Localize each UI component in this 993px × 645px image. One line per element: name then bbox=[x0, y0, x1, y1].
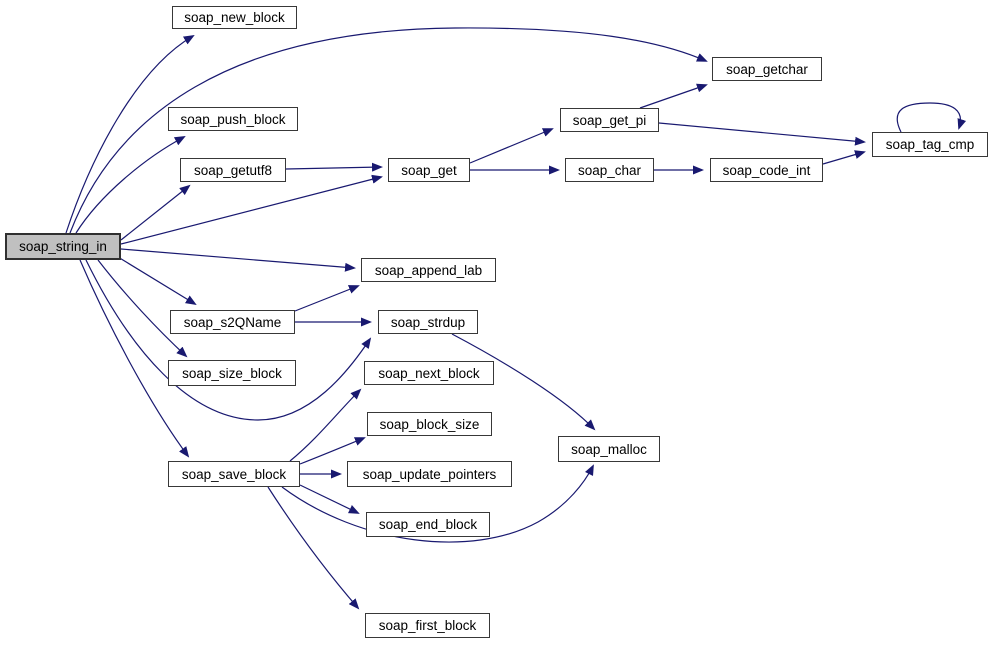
edge-soap_s2QName-to-soap_append_lab bbox=[294, 285, 360, 312]
node-label: soap_strdup bbox=[390, 314, 466, 330]
edge-soap_string_in-to-soap_size_block bbox=[97, 259, 188, 358]
node-soap_strdup[interactable]: soap_strdup bbox=[378, 310, 478, 334]
edge-soap_string_in-to-soap_push_block bbox=[75, 136, 186, 234]
edge-soap_string_in-to-soap_strdup bbox=[85, 259, 372, 421]
edge-soap_get_pi-to-soap_tag_cmp bbox=[658, 122, 866, 146]
edge-soap_string_in-to-soap_s2QName bbox=[117, 256, 197, 306]
node-soap_malloc[interactable]: soap_malloc bbox=[558, 436, 660, 462]
node-soap_s2QName[interactable]: soap_s2QName bbox=[170, 310, 295, 334]
node-soap_update_pointers[interactable]: soap_update_pointers bbox=[347, 461, 512, 487]
node-label: soap_char bbox=[577, 162, 642, 178]
edge-soap_string_in-to-soap_new_block bbox=[65, 34, 195, 234]
node-soap_tag_cmp[interactable]: soap_tag_cmp bbox=[872, 132, 988, 157]
node-soap_next_block[interactable]: soap_next_block bbox=[364, 361, 494, 385]
node-label: soap_first_block bbox=[378, 618, 477, 633]
node-label: soap_string_in bbox=[19, 239, 107, 254]
edge-soap_string_in-to-soap_get bbox=[120, 174, 383, 245]
node-soap_append_lab[interactable]: soap_append_lab bbox=[361, 258, 496, 282]
node-label: soap_save_block bbox=[181, 466, 287, 482]
node-soap_new_block[interactable]: soap_new_block bbox=[172, 6, 297, 29]
node-label: soap_getchar bbox=[726, 61, 808, 77]
node-label: soap_malloc bbox=[571, 441, 647, 457]
edge-soap_string_in-to-soap_append_lab bbox=[120, 248, 356, 272]
node-label: soap_end_block bbox=[378, 517, 478, 532]
node-soap_get_pi[interactable]: soap_get_pi bbox=[560, 108, 659, 132]
node-soap_code_int[interactable]: soap_code_int bbox=[710, 158, 823, 182]
edge-soap_string_in-to-soap_getutf8 bbox=[120, 184, 191, 241]
edge-soap_get-to-soap_get_pi bbox=[469, 128, 554, 164]
node-label: soap_get_pi bbox=[572, 112, 647, 128]
edge-soap_tag_cmp-to-soap_tag_cmp bbox=[896, 102, 967, 133]
edge-soap_save_block-to-soap_malloc bbox=[281, 464, 594, 543]
node-label: soap_block_size bbox=[379, 416, 480, 432]
node-soap_char[interactable]: soap_char bbox=[565, 158, 654, 182]
node-soap_getutf8[interactable]: soap_getutf8 bbox=[180, 158, 286, 182]
edge-soap_save_block-to-soap_first_block bbox=[267, 486, 360, 610]
node-soap_first_block[interactable]: soap_first_block bbox=[365, 613, 490, 638]
node-label: soap_s2QName bbox=[183, 314, 282, 330]
node-label: soap_next_block bbox=[378, 365, 480, 381]
node-soap_save_block[interactable]: soap_save_block bbox=[168, 461, 300, 487]
edge-soap_save_block-to-soap_block_size bbox=[299, 437, 366, 465]
edge-soap_strdup-to-soap_malloc bbox=[451, 333, 596, 431]
node-soap_push_block[interactable]: soap_push_block bbox=[168, 107, 298, 131]
node-label: soap_getutf8 bbox=[193, 162, 273, 178]
node-label: soap_size_block bbox=[182, 365, 282, 381]
node-label: soap_get bbox=[401, 162, 457, 178]
edge-soap_string_in-to-soap_getchar bbox=[69, 27, 708, 234]
node-label: soap_new_block bbox=[184, 10, 285, 25]
node-label: soap_update_pointers bbox=[362, 466, 497, 482]
node-label: soap_tag_cmp bbox=[885, 137, 975, 152]
edge-soap_getutf8-to-soap_get bbox=[285, 162, 383, 172]
node-soap_getchar[interactable]: soap_getchar bbox=[712, 57, 822, 81]
edge-soap_code_int-to-soap_tag_cmp bbox=[822, 150, 866, 165]
node-label: soap_code_int bbox=[722, 162, 811, 178]
node-soap_block_size[interactable]: soap_block_size bbox=[367, 412, 492, 436]
edge-soap_save_block-to-soap_end_block bbox=[299, 484, 360, 514]
edge-soap_string_in-to-soap_save_block bbox=[79, 259, 190, 458]
edge-soap_save_block-to-soap_next_block bbox=[289, 388, 362, 462]
node-label: soap_append_lab bbox=[374, 262, 483, 278]
node-soap_end_block[interactable]: soap_end_block bbox=[366, 512, 490, 537]
node-soap_size_block[interactable]: soap_size_block bbox=[168, 360, 296, 386]
node-label: soap_push_block bbox=[180, 111, 286, 127]
node-soap_string_in[interactable]: soap_string_in bbox=[5, 233, 121, 260]
node-soap_get[interactable]: soap_get bbox=[388, 158, 470, 182]
edge-soap_get_pi-to-soap_getchar bbox=[639, 83, 708, 109]
